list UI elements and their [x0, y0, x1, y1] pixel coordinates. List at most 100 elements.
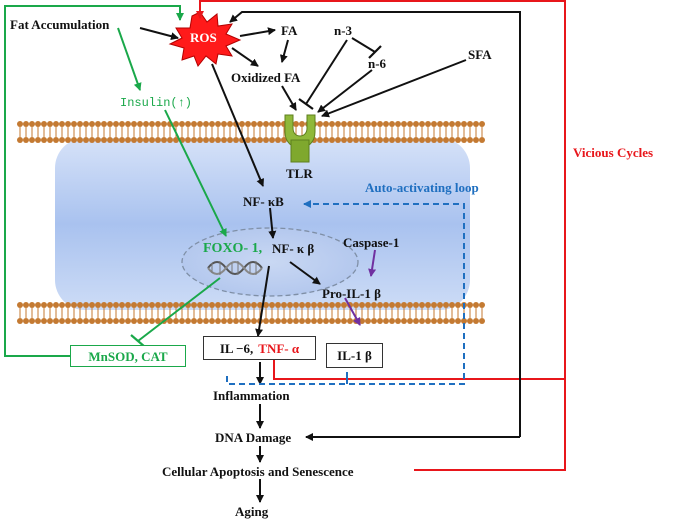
membrane-bottom-head-outer [215, 302, 221, 308]
oxidized-to-tlr-arrow [281, 85, 297, 111]
membrane-top-head-inner [281, 137, 287, 143]
membrane-top-head-inner [221, 137, 227, 143]
membrane-top-head-inner [449, 137, 455, 143]
membrane-bottom-head-inner [101, 318, 107, 324]
membrane-bottom-head-inner [71, 318, 77, 324]
membrane-bottom-head-inner [41, 318, 47, 324]
nfkb-label: NF- κB [243, 194, 284, 209]
membrane-bottom-head-outer [107, 302, 113, 308]
membrane-bottom-head-outer [317, 302, 323, 308]
membrane-top-head-outer [95, 121, 101, 127]
membrane-bottom-head-inner [119, 318, 125, 324]
membrane-top-head-outer [161, 121, 167, 127]
membrane-bottom-head-outer [287, 302, 293, 308]
membrane-top-head-inner [335, 137, 341, 143]
membrane-top-head-inner [95, 137, 101, 143]
membrane-bottom-head-inner [425, 318, 431, 324]
membrane-bottom-head-inner [107, 318, 113, 324]
n3-label: n-3 [334, 23, 353, 38]
membrane-bottom-head-outer [305, 302, 311, 308]
membrane-top-head-inner [167, 137, 173, 143]
membrane-top-head-outer [395, 121, 401, 127]
membrane-bottom-head-outer [419, 302, 425, 308]
membrane-bottom-head-outer [377, 302, 383, 308]
n3-to-n6-line [351, 37, 376, 53]
membrane-top-head-outer [467, 121, 473, 127]
membrane-bottom-head-outer [431, 302, 437, 308]
membrane-top-head-outer [137, 121, 143, 127]
membrane-bottom-head-outer [413, 302, 419, 308]
nucleus-to-il6-arrow [255, 265, 270, 337]
membrane-top-head-inner [353, 137, 359, 143]
membrane-bottom-head-outer [161, 302, 167, 308]
membrane-bottom-head-outer [23, 302, 29, 308]
membrane-top-head-inner [23, 137, 29, 143]
membrane-top-head-outer [119, 121, 125, 127]
membrane-bottom-head-inner [167, 318, 173, 324]
membrane-bottom-head-inner [47, 318, 53, 324]
nucleus-to-proil1b-arrow [289, 261, 321, 285]
membrane-top-head-inner [479, 137, 485, 143]
membrane-bottom-head-inner [371, 318, 377, 324]
dna-helix-icon [207, 261, 263, 275]
membrane-bottom-head-inner [131, 318, 137, 324]
sfa-to-tlr-arrow [321, 59, 467, 118]
membrane-bottom-head-outer [173, 302, 179, 308]
membrane-bottom-head-outer [341, 302, 347, 308]
membrane-top-head-inner [329, 137, 335, 143]
membrane-top-head-inner [401, 137, 407, 143]
membrane-top-head-inner [443, 137, 449, 143]
membrane-top-head-inner [173, 137, 179, 143]
membrane-top-head-outer [341, 121, 347, 127]
membrane-bottom-head-outer [425, 302, 431, 308]
membrane-bottom-head-outer [407, 302, 413, 308]
membrane-bottom-head-outer [209, 302, 215, 308]
membrane-top-head-inner [71, 137, 77, 143]
membrane-top-head-outer [479, 121, 485, 127]
membrane-bottom-head-inner [287, 318, 293, 324]
n6-inhibition-bar [368, 45, 382, 59]
membrane-top-head-inner [395, 137, 401, 143]
vicious-cycles-label: Vicious Cycles [573, 145, 654, 160]
membrane-top-head-inner [377, 137, 383, 143]
membrane-top-head-outer [179, 121, 185, 127]
membrane-top-head-inner [233, 137, 239, 143]
membrane-top-head-inner [53, 137, 59, 143]
membrane-top-head-outer [275, 121, 281, 127]
ros-starburst-icon [168, 11, 242, 67]
membrane-bottom-head-inner [227, 318, 233, 324]
membrane-bottom-head-inner [59, 318, 65, 324]
membrane-top-head-inner [65, 137, 71, 143]
membrane-bottom-head-inner [209, 318, 215, 324]
membrane-top-head-outer [215, 121, 221, 127]
membrane-bottom-head-outer [473, 302, 479, 308]
membrane-top-head-outer [437, 121, 443, 127]
insulin-to-foxo-arrow [164, 109, 227, 237]
membrane-top-head-inner [161, 137, 167, 143]
membrane-top-head-inner [419, 137, 425, 143]
membrane-bottom-head-outer [149, 302, 155, 308]
membrane-bottom-head-outer [203, 302, 209, 308]
membrane-bottom-head-outer [155, 302, 161, 308]
membrane-bottom-head-inner [191, 318, 197, 324]
membrane-bottom-head-inner [203, 318, 209, 324]
membrane-top-head-inner [89, 137, 95, 143]
ros-label: ROS [190, 30, 217, 45]
membrane-top-head-outer [293, 121, 299, 127]
membrane-bottom-head-inner [419, 318, 425, 324]
membrane-top-head-inner [107, 137, 113, 143]
membrane-bottom-head-inner [479, 318, 485, 324]
membrane-top-head-inner [29, 137, 35, 143]
membrane-top-head-outer [371, 121, 377, 127]
membrane-bottom-head-outer [293, 302, 299, 308]
membrane-bottom-head-outer [125, 302, 131, 308]
membrane-top-head-inner [155, 137, 161, 143]
membrane-top-head-outer [29, 121, 35, 127]
membrane-bottom-head-inner [395, 318, 401, 324]
membrane-bottom-head-outer [41, 302, 47, 308]
membrane-top-head-inner [431, 137, 437, 143]
membrane-top-head-inner [347, 137, 353, 143]
membrane-top-head-outer [65, 121, 71, 127]
membrane-bottom-head-outer [365, 302, 371, 308]
